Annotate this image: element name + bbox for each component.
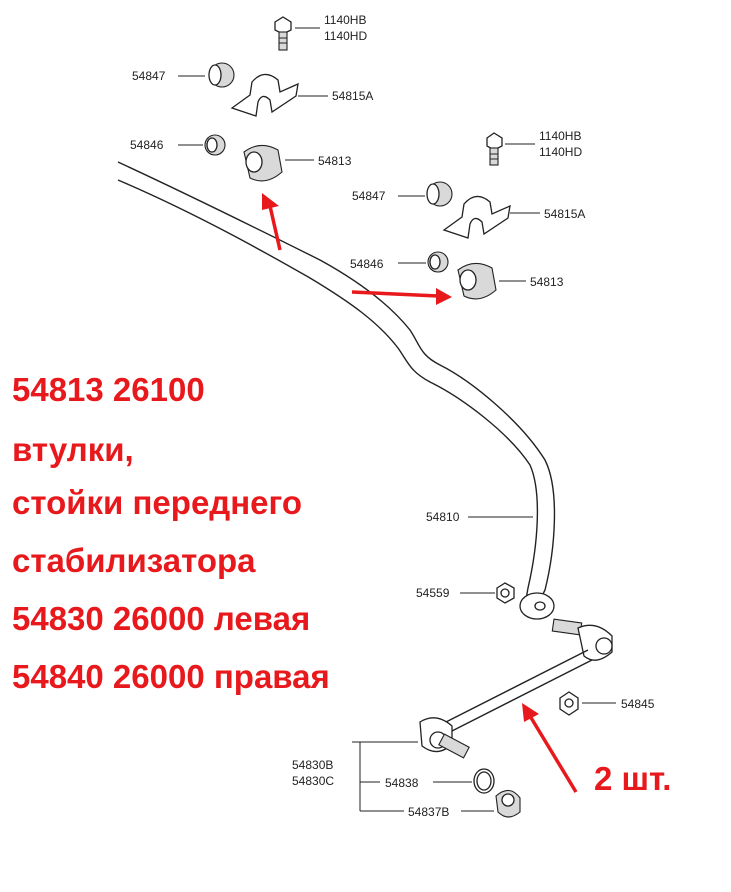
part-54847-b [398,181,453,207]
bolt-b [486,132,535,166]
label-54559: 54559 [416,586,450,600]
label-54815a-b: 54815A [544,207,585,221]
ring-54838 [473,768,495,794]
label-54830c: 54830C [292,774,334,788]
red-arrow-up [262,193,282,251]
label-54846-a: 54846 [130,138,164,152]
label-bolt-a-2: 1140HD [324,29,367,43]
stabilizer-link [419,618,613,759]
red-arrow-link [522,703,578,793]
label-54830b: 54830B [292,758,333,772]
label-54813-b: 54813 [530,275,564,289]
bolt-a [274,16,320,51]
overlay-line-5: 54830 26000 левая [12,600,310,637]
nut-54845 [559,691,616,716]
bushing-54813-a [243,144,314,182]
label-54845: 54845 [621,697,655,711]
bracket-54815a-a [230,73,328,117]
overlay-line-4: стабилизатора [12,542,256,579]
label-54847-a: 54847 [132,69,166,83]
bushing-54813-b [457,262,526,300]
label-54837b: 54837B [408,805,449,819]
part-54846-b [398,251,449,273]
overlay-line-6: 54840 26000 правая [12,658,330,695]
label-54846-b: 54846 [350,257,384,271]
part-54847-a [178,62,235,88]
label-bolt-b-2: 1140HD [539,145,582,159]
label-54838: 54838 [385,776,419,790]
leader-bracket [352,741,494,812]
label-54847-b: 54847 [352,189,386,203]
label-54813-a: 54813 [318,154,352,168]
label-54815a-a: 54815A [332,89,373,103]
overlay-line-3: стойки переднего [12,484,302,521]
cap-54837b [495,789,521,818]
part-54846-a [178,134,226,156]
nut-54559 [460,582,515,604]
label-bolt-b-1: 1140HB [539,129,581,143]
overlay-line-2: втулки, [12,431,134,468]
bracket-54815a-b [442,195,540,239]
red-arrow-right [351,288,452,305]
label-bolt-a-1: 1140HB [324,13,366,27]
overlay-line-1: 54813 26100 [12,371,205,408]
overlay-qty: 2 шт. [594,760,671,797]
label-54810: 54810 [426,510,460,524]
